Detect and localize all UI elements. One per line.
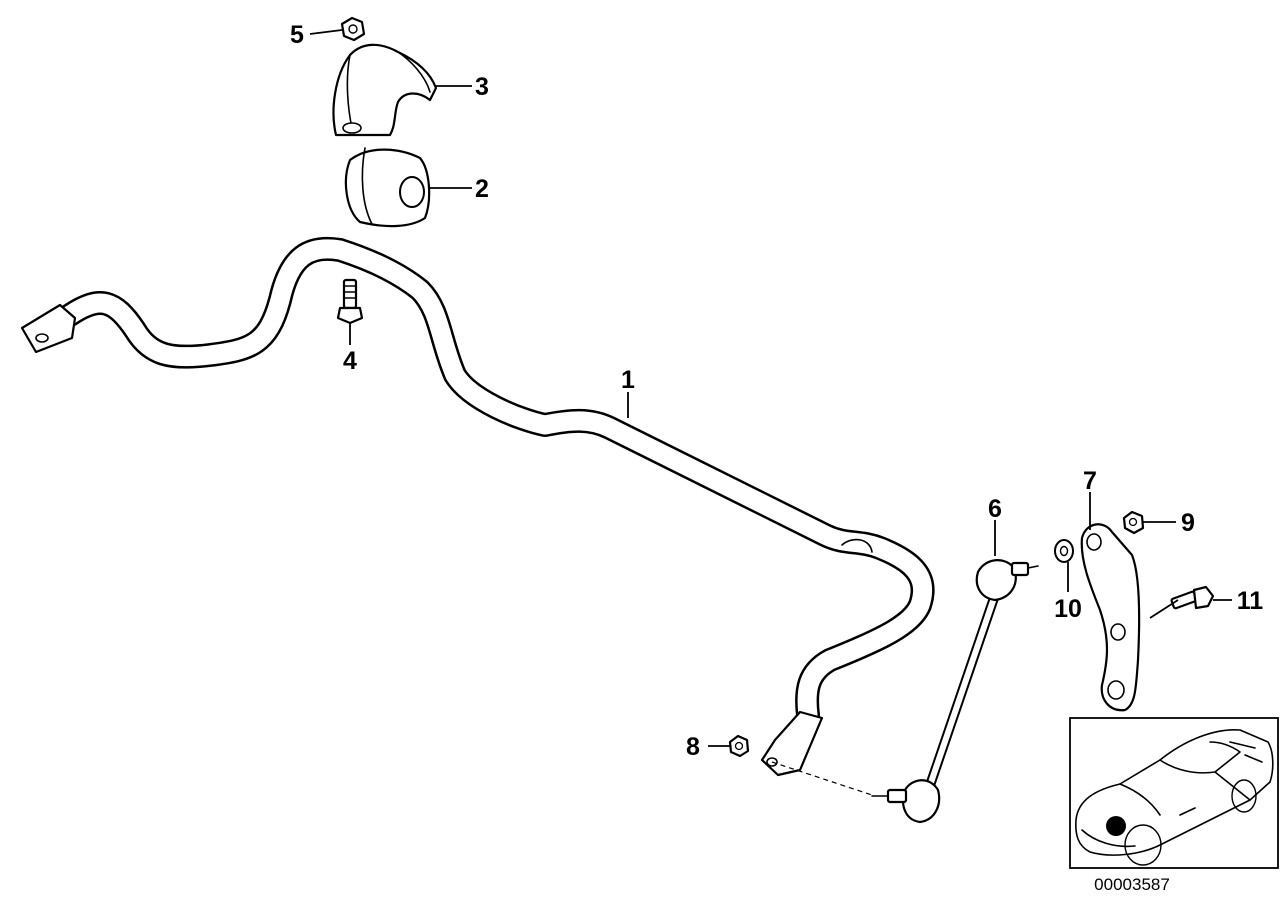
rubber-mounting[interactable] xyxy=(344,147,431,228)
callout-11: 11 xyxy=(1237,587,1264,615)
vehicle-locator-inset xyxy=(1069,717,1279,869)
car-outline xyxy=(1075,729,1274,866)
nut-8[interactable] xyxy=(728,734,750,758)
callout-2: 2 xyxy=(475,175,489,203)
callout-9: 9 xyxy=(1181,509,1195,537)
bar-left-end xyxy=(20,303,77,354)
callout-6: 6 xyxy=(988,495,1002,523)
assembly-line xyxy=(771,761,876,797)
callout-4: 4 xyxy=(343,347,357,375)
callout-1: 1 xyxy=(621,366,635,394)
bolt-11[interactable] xyxy=(1170,585,1215,610)
callout-3: 3 xyxy=(475,73,489,101)
callout-7: 7 xyxy=(1083,467,1097,495)
mounting-bracket-plate[interactable] xyxy=(1080,523,1141,712)
callout-5: 5 xyxy=(290,21,304,49)
location-dot-marker xyxy=(1106,816,1126,836)
bar-right-end xyxy=(760,710,824,777)
bar-bend-detail xyxy=(841,538,873,553)
stabilizer-bar[interactable] xyxy=(20,236,935,777)
washer[interactable] xyxy=(1054,539,1074,563)
bolt-4[interactable] xyxy=(336,278,364,325)
callout-10: 10 xyxy=(1054,595,1082,623)
nut-top[interactable] xyxy=(340,16,366,42)
callout-8: 8 xyxy=(686,733,700,761)
nut-9[interactable] xyxy=(1122,510,1145,535)
bracket[interactable] xyxy=(332,43,438,137)
leader-lines xyxy=(309,29,1232,747)
reference-number: 00003587 xyxy=(1094,875,1170,894)
link-rod[interactable] xyxy=(871,559,1039,824)
